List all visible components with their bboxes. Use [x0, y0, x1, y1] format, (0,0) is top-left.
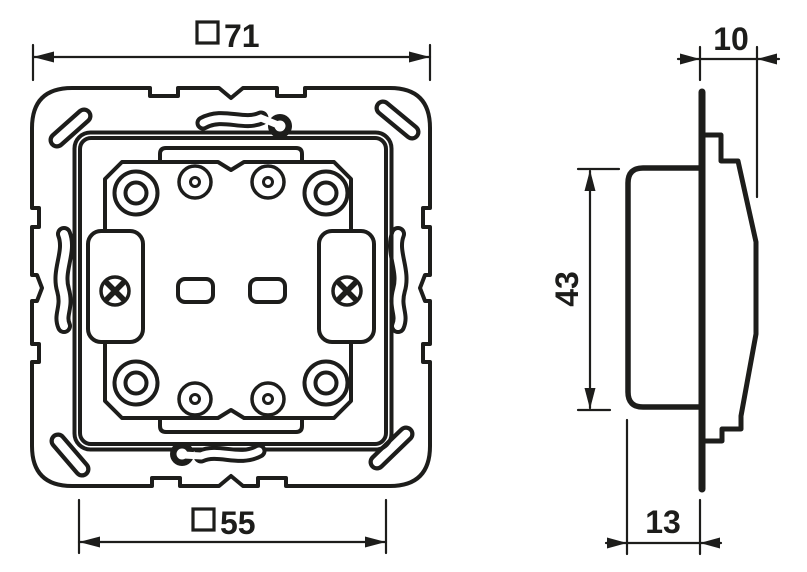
plunger-opening-right [248, 277, 287, 304]
dim-front-depth: 10 [676, 21, 781, 199]
extension-line [576, 167, 621, 412]
wavy-slot-top-hole [199, 114, 282, 129]
screw-cross-slot [104, 280, 126, 302]
dim-outer-width: 71 [31, 18, 432, 82]
contact-bosses [112, 169, 350, 407]
dim-rear-depth: 13 [604, 418, 723, 556]
corner-slot-top-left-hole [52, 111, 89, 145]
spreader-screw-left-icon [99, 275, 131, 307]
claw-slot-left-hole [57, 230, 70, 330]
arrowhead-right-icon [409, 51, 430, 63]
insert-tab-top [158, 146, 304, 165]
square-symbol-icon [191, 507, 216, 532]
arrowhead-left-icon [680, 53, 700, 65]
dim-insert-width-label: 55 [220, 505, 256, 541]
square-symbol-icon [195, 20, 220, 45]
extension-line [625, 418, 702, 556]
insert-tab-bottom [158, 415, 304, 434]
boss-top-left-hole [123, 180, 149, 206]
boss-bottom-right-hole [313, 370, 339, 396]
front-view: 71 55 [30, 18, 432, 555]
extension-line [698, 45, 759, 199]
arrowhead-left-icon [33, 51, 54, 63]
arrowhead-left-icon [607, 537, 627, 549]
wavy-slot-top-knob-hole [274, 120, 286, 132]
boss-bottom-left-hole [123, 370, 149, 396]
arrowhead-left-icon [79, 536, 100, 548]
dim-front-depth-label: 10 [713, 21, 749, 57]
corner-slot-top-right-hole [378, 103, 417, 137]
dim-body-height-label: 43 [549, 271, 585, 307]
plunger-opening-left [176, 277, 215, 304]
mechanism-plate-outline [103, 160, 353, 420]
claw-slot-right-hole [392, 230, 405, 330]
pin-top-right-hole [262, 176, 274, 188]
corner-fixing-slots [48, 99, 421, 478]
insert-body-profile [625, 165, 705, 410]
extension-line [77, 498, 388, 555]
wavy-slot-bottom-hole [180, 447, 263, 460]
corner-slot-bottom-right-hole [372, 429, 411, 467]
arrowhead-right-icon [757, 53, 777, 65]
centre-wavy-slots [170, 110, 292, 466]
pin-bottom-left-hole [189, 393, 201, 405]
arrowhead-right-icon [700, 537, 720, 549]
arrowhead-right-icon [365, 536, 386, 548]
boss-top-right-hole [313, 180, 339, 206]
arrowhead-top-icon [584, 170, 596, 191]
extension-line [31, 43, 432, 82]
corner-slot-bottom-left-hole [53, 436, 87, 474]
arrowhead-bottom-icon [584, 388, 596, 409]
pin-top-left-hole [189, 176, 201, 188]
dim-body-height: 43 [549, 167, 621, 412]
wavy-slot-bottom-knob-hole [176, 448, 188, 460]
side-claw-slots [53, 226, 409, 334]
dim-outer-width-label: 71 [224, 18, 260, 54]
dim-insert-width: 55 [77, 498, 388, 555]
pin-bottom-right-hole [262, 393, 274, 405]
rocker-button-profile [699, 132, 759, 444]
guide-pins [177, 164, 286, 417]
spreader-screw-right-icon [331, 275, 363, 307]
dim-rear-depth-label: 13 [645, 504, 681, 540]
side-view: 10 43 13 [549, 21, 781, 556]
screw-cross-slot [336, 280, 358, 302]
